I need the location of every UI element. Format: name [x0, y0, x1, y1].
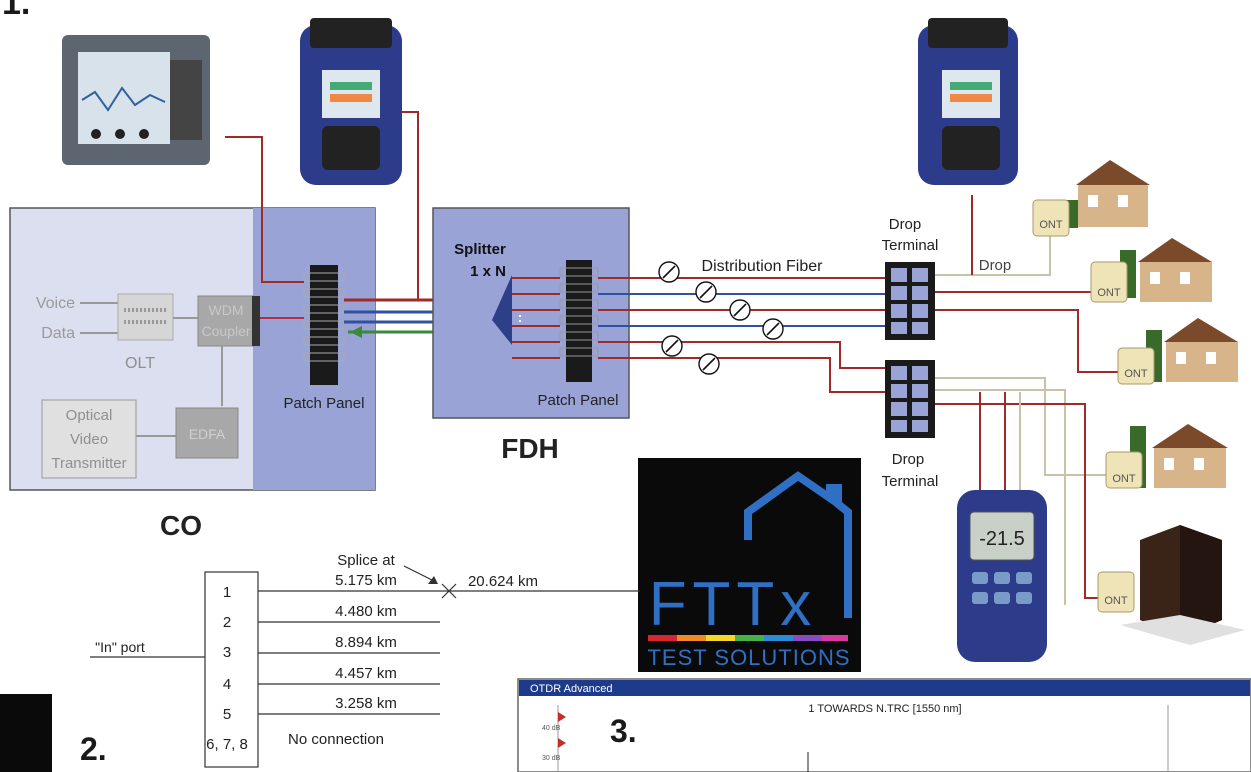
test-lead-co: [225, 136, 304, 283]
port-6-7-8: 6, 7, 8: [206, 736, 248, 753]
logo-main: FTTx: [649, 570, 818, 639]
optical-video-transmitter: [41, 399, 137, 479]
otdr-window: OTDR Advanced 1 TOWARDS N.TRC [1550 nm] …: [517, 678, 1251, 772]
wdm-label-2: Coupler: [201, 323, 250, 339]
in-port-label: "In" port: [95, 639, 145, 655]
splitter-shape: [492, 275, 512, 345]
fdh-patch-panel: [566, 260, 592, 382]
port-4: 4: [223, 676, 231, 693]
splice-label-2: 5.175 km: [335, 572, 397, 589]
ont-label-5: ONT: [1104, 595, 1128, 607]
splitter-label-2: 1 x N: [470, 263, 506, 280]
ovt-label-3: Transmitter: [51, 455, 126, 472]
test-lead-handheld: [402, 111, 419, 300]
ont-label-3: ONT: [1124, 368, 1148, 380]
length-port-5: 3.258 km: [335, 695, 397, 712]
fdh-title: FDH: [501, 433, 559, 464]
port-1: 1: [223, 584, 231, 601]
wdm-coupler: [197, 295, 255, 347]
co-patch-panel-label: Patch Panel: [284, 395, 365, 412]
length-port-4: 4.457 km: [335, 665, 397, 682]
house-1: ONT: [1032, 160, 1150, 237]
data-label: Data: [41, 325, 75, 342]
splitter-label-1: Splitter: [454, 241, 506, 258]
length-port-2: 4.480 km: [335, 603, 397, 620]
fdh-patch-panel-label: Patch Panel: [538, 392, 619, 409]
ont-label-4: ONT: [1112, 473, 1136, 485]
logo-sub: TEST SOLUTIONS: [647, 645, 850, 670]
section-number-3: 3.: [610, 713, 637, 749]
voice-label: Voice: [36, 295, 75, 312]
logo-rainbow-bar: [648, 635, 848, 641]
no-connection-label: No connection: [288, 731, 384, 748]
splitter-port-table: 1 2 3 4 5 6, 7, 8 "In" port Splice at 5.…: [90, 552, 640, 768]
meter-readout: -21.5: [979, 528, 1025, 550]
co-patch-panel: [310, 265, 338, 385]
fttx-logo: FTTx TEST SOLUTIONS: [638, 458, 861, 672]
house-2: ONT: [1090, 238, 1212, 303]
olt-box: [117, 293, 174, 341]
olt-label: OLT: [125, 355, 155, 372]
co-title: CO: [160, 510, 202, 541]
port-5: 5: [223, 706, 231, 723]
office-building: ONT: [1097, 525, 1245, 645]
length-port-3: 8.894 km: [335, 634, 397, 651]
co-region: Voice Data OLT WDM Coupler Optical Video…: [9, 207, 376, 541]
beyond-splice-length: 20.624 km: [468, 573, 538, 590]
drop-terminal-bottom-label-2: Terminal: [882, 473, 939, 490]
otdr-tick-mid: 30 dB: [542, 755, 561, 762]
drop-label: Drop: [979, 257, 1012, 274]
port-3: 3: [223, 644, 231, 661]
drop-terminal-top: Drop Terminal: [882, 216, 939, 340]
distribution-fibers: Distribution Fiber: [598, 258, 885, 393]
fdh-region: Splitter 1 x N Patch Panel FDH: [432, 207, 630, 464]
fdh-background: [432, 207, 630, 419]
handheld-test-device-right: [918, 18, 1018, 185]
drop-terminal-top-label-2: Terminal: [882, 237, 939, 254]
ovt-label-1: Optical: [66, 407, 113, 424]
edfa-label: EDFA: [189, 426, 226, 442]
otdr-title-bar: [519, 680, 1250, 696]
section-number-2: 2.: [80, 731, 107, 767]
drop-terminal-top-label-1: Drop: [889, 216, 922, 233]
ont-label-2: ONT: [1097, 287, 1121, 299]
power-meter-device: -21.5: [957, 490, 1047, 662]
tablet-test-device: [62, 35, 210, 165]
ovt-label-2: Video: [70, 431, 108, 448]
section-2-tab: [0, 694, 52, 772]
splice-label-1: Splice at: [337, 552, 395, 569]
handheld-test-device-left: [300, 18, 402, 185]
house-4: ONT: [1105, 424, 1228, 489]
house-3: ONT: [1117, 318, 1238, 385]
drop-terminal-bottom: Drop Terminal: [882, 360, 939, 490]
otdr-trace-title: 1 TOWARDS N.TRC [1550 nm]: [808, 703, 961, 715]
wdm-label-1: WDM: [209, 302, 244, 318]
edfa-box: [175, 407, 239, 459]
distribution-fiber-label: Distribution Fiber: [702, 258, 824, 275]
drop-terminal-bottom-label-1: Drop: [892, 451, 925, 468]
ont-label-1: ONT: [1039, 219, 1063, 231]
section-number-1: 1.: [2, 0, 30, 22]
otdr-window-title: OTDR Advanced: [530, 683, 613, 695]
drop-cables: Drop: [935, 195, 1120, 605]
otdr-tick-top: 40 dB: [542, 725, 561, 732]
port-2: 2: [223, 614, 231, 631]
